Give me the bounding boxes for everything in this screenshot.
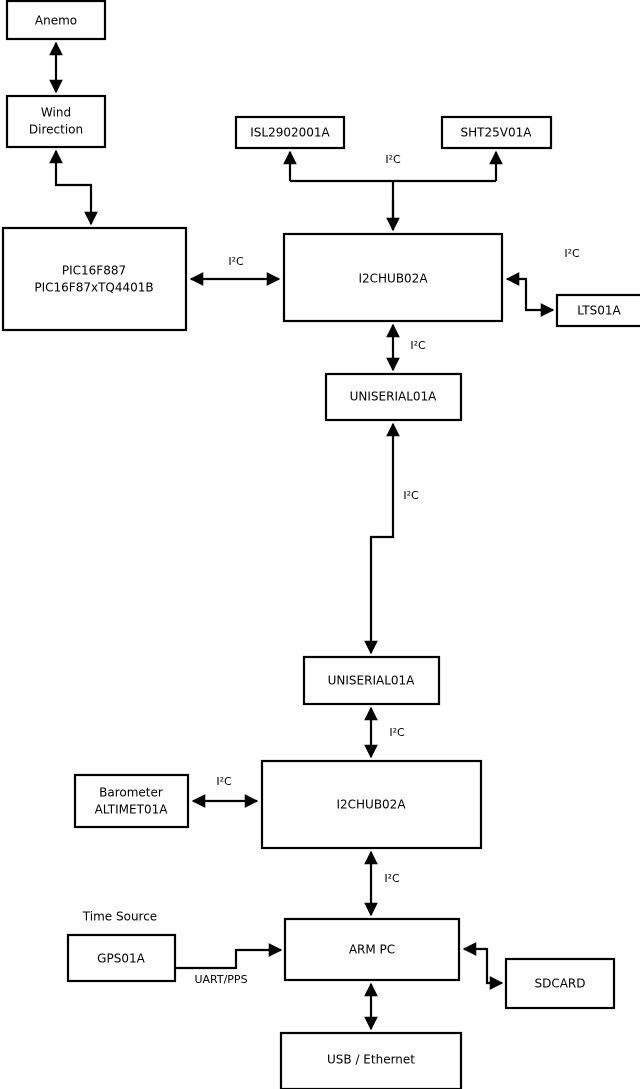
node-lts01a[interactable]: LTS01A xyxy=(555,293,640,328)
node-i2chub02a-bottom[interactable]: I2CHUB02A xyxy=(260,759,483,850)
node-sht25v01a[interactable]: SHT25V01A xyxy=(440,115,553,150)
edge-label-i2c-barometer: I²C xyxy=(216,775,232,788)
node-wind-direction-label-line2: Direction xyxy=(29,123,83,137)
node-sdcard-label: SDCARD xyxy=(534,977,585,991)
node-pic16f887-label-line2: PIC16F87xTQ4401B xyxy=(34,281,153,295)
node-i2chub02a-top[interactable]: I2CHUB02A xyxy=(282,232,504,323)
connection-uniserial-uniserial xyxy=(364,422,400,655)
node-arm-pc-box[interactable] xyxy=(283,917,461,982)
node-isl2902001a-label: ISL2902001A xyxy=(250,126,330,140)
node-anemo-label: Anemo xyxy=(35,14,77,28)
node-anemo[interactable]: Anemo xyxy=(5,0,107,41)
node-uniserial01a-top-box[interactable] xyxy=(324,372,463,422)
node-wind-direction-box[interactable] xyxy=(5,94,107,149)
node-wind-direction[interactable]: Wind Direction xyxy=(5,94,107,149)
node-sht25v01a-label: SHT25V01A xyxy=(461,126,533,140)
connections-layer xyxy=(49,41,555,1031)
node-usb-ethernet-box[interactable] xyxy=(279,1031,463,1089)
node-gps01a[interactable]: GPS01A xyxy=(66,933,177,983)
node-pic16f887-label-line1: PIC16F887 xyxy=(62,264,126,278)
edge-labels-layer: I²C I²C I²C I²C I²C I²C I²C I²C UART/PPS xyxy=(194,153,580,986)
node-anemo-box[interactable] xyxy=(5,0,107,41)
edge-label-uart-pps: UART/PPS xyxy=(194,973,247,986)
connection-armpc-sdcard xyxy=(462,942,504,990)
node-arm-pc[interactable]: ARM PC xyxy=(283,917,461,982)
node-barometer-label-line1: Barometer xyxy=(99,786,163,800)
label-time-source: Time Source xyxy=(82,910,157,924)
node-isl2902001a[interactable]: ISL2902001A xyxy=(234,115,346,150)
node-i2chub02a-top-label: I2CHUB02A xyxy=(358,272,428,286)
edge-label-i2c-lts: I²C xyxy=(564,247,580,260)
edge-label-i2c-uni-hub2: I²C xyxy=(389,726,405,739)
node-isl2902001a-box[interactable] xyxy=(234,115,346,150)
node-i2chub02a-top-box[interactable] xyxy=(282,232,504,323)
connection-gps-armpc xyxy=(175,943,283,970)
node-arm-pc-label: ARM PC xyxy=(349,943,395,957)
node-lts01a-box[interactable] xyxy=(555,293,640,328)
node-uniserial01a-top-label: UNISERIAL01A xyxy=(350,390,438,404)
node-pic16f887[interactable]: PIC16F887 PIC16F87xTQ4401B xyxy=(1,226,188,332)
connection-hub-lts xyxy=(505,272,555,317)
free-labels-layer: Time Source xyxy=(82,910,157,924)
node-wind-direction-label-line1: Wind xyxy=(41,106,71,120)
node-uniserial01a-bottom[interactable]: UNISERIAL01A xyxy=(302,655,441,706)
node-i2chub02a-bottom-box[interactable] xyxy=(260,759,483,850)
node-barometer-altimet01a[interactable]: Barometer ALTIMET01A xyxy=(73,773,190,829)
node-uniserial01a-top[interactable]: UNISERIAL01A xyxy=(324,372,463,422)
node-gps01a-label: GPS01A xyxy=(97,952,145,966)
node-barometer-altimet01a-box[interactable] xyxy=(73,773,190,829)
node-pic16f887-box[interactable] xyxy=(1,226,188,332)
edge-label-i2c-hub-uni: I²C xyxy=(410,339,426,352)
edge-label-i2c-top-bus: I²C xyxy=(385,153,401,166)
node-sdcard[interactable]: SDCARD xyxy=(504,957,616,1010)
node-usb-ethernet[interactable]: USB / Ethernet xyxy=(279,1031,463,1089)
node-usb-ethernet-label: USB / Ethernet xyxy=(327,1053,415,1067)
edge-label-i2c-uni-uni: I²C xyxy=(403,489,419,502)
node-gps01a-box[interactable] xyxy=(66,933,177,983)
node-sdcard-box[interactable] xyxy=(504,957,616,1010)
node-uniserial01a-bottom-box[interactable] xyxy=(302,655,441,706)
node-uniserial01a-bottom-label: UNISERIAL01A xyxy=(328,674,416,688)
node-i2chub02a-bottom-label: I2CHUB02A xyxy=(336,798,406,812)
edge-label-i2c-pic-hub: I²C xyxy=(228,255,244,268)
edge-label-i2c-hub2-arm: I²C xyxy=(384,872,400,885)
connection-wind-pic xyxy=(49,149,98,226)
node-sht25v01a-box[interactable] xyxy=(440,115,553,150)
node-barometer-label-line2: ALTIMET01A xyxy=(95,803,169,817)
node-lts01a-label: LTS01A xyxy=(577,304,621,318)
